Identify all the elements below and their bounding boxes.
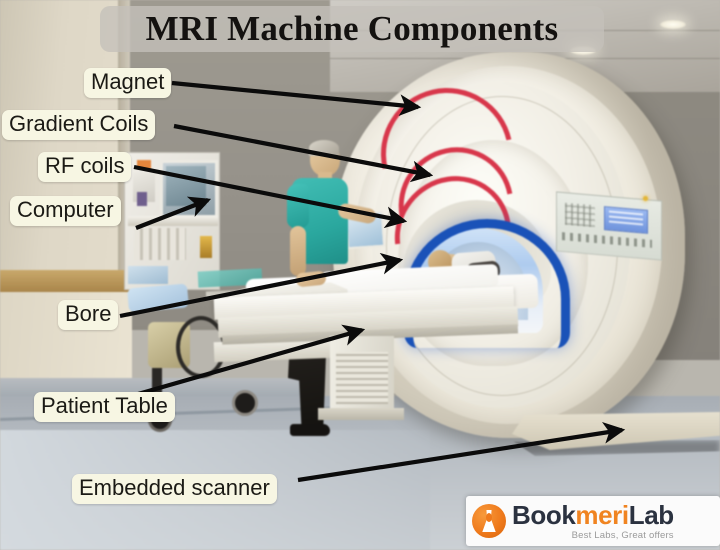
technician-sleeve — [287, 184, 309, 228]
fluid-bottle — [200, 236, 212, 258]
arrow-embedded-scanner — [297, 422, 626, 483]
brand-logo[interactable]: BookmeriLab Best Labs, Great offers — [466, 496, 720, 546]
cart-tray — [128, 266, 168, 284]
wood-trim — [0, 270, 130, 292]
status-led-icon — [643, 196, 648, 201]
technician-left-arm — [290, 226, 306, 276]
logo-word-book: Book — [512, 499, 576, 530]
cart-indicator — [137, 160, 151, 169]
annotation-label-computer: Computer — [10, 196, 121, 226]
arrow-computer — [135, 196, 212, 230]
cart-shelf — [128, 216, 218, 226]
table-wheel — [232, 390, 258, 416]
arrow-gradient-coils — [173, 123, 434, 183]
table-foot — [318, 408, 404, 420]
annotation-label-magnet: Magnet — [84, 68, 172, 98]
technician-neck — [318, 172, 332, 182]
arrow-bore — [119, 252, 404, 319]
ceiling-light — [660, 20, 686, 29]
page-title-text: MRI Machine Components — [145, 9, 559, 48]
page-title: MRI Machine Components — [100, 6, 604, 52]
annotation-label-rf-coils: RF coils — [38, 152, 132, 182]
logo-word-meri: meri — [575, 499, 629, 530]
flask-icon — [472, 504, 506, 538]
logo-tagline: Best Labs, Great offers — [571, 529, 674, 541]
annotation-label-embedded-scanner: Embedded scanner — [72, 474, 277, 504]
cart-cartridge — [137, 192, 147, 206]
cart-tubing — [134, 228, 186, 260]
logo-word-lab: Lab — [628, 499, 674, 530]
annotation-label-patient-table: Patient Table — [34, 392, 175, 422]
technician-shoe — [290, 424, 330, 436]
arrow-rf-coils — [133, 164, 408, 229]
arrow-magnet — [171, 80, 422, 117]
table-vent-grille — [336, 352, 388, 404]
annotation-label-bore: Bore — [58, 300, 119, 330]
arrow-patient-table — [109, 324, 366, 405]
annotation-label-gradient-coils: Gradient Coils — [2, 110, 156, 140]
